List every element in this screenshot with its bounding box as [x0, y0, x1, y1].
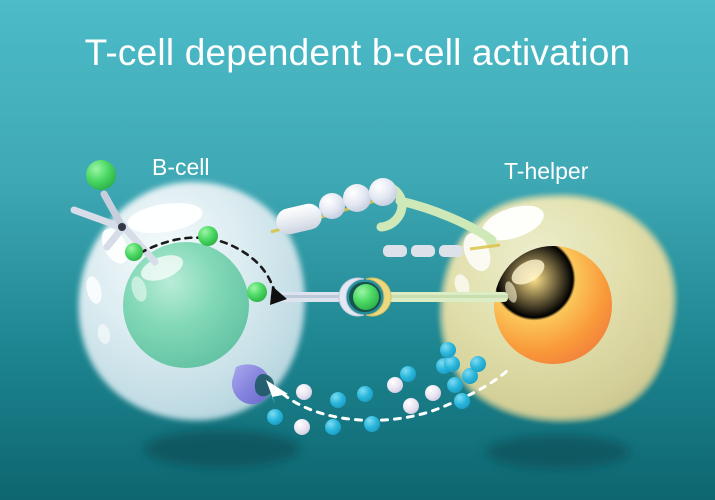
- cytokine-dot: [330, 392, 346, 408]
- cd40-bead-1: [319, 193, 345, 219]
- antigen-sphere[interactable]: [86, 160, 116, 190]
- cytokine-dot: [454, 393, 470, 409]
- bcell-nucleus: [123, 242, 249, 368]
- cytokine-dot: [444, 356, 460, 372]
- segmented-receptor-stalk: [469, 243, 501, 251]
- cytokine-receptor-notch: [254, 374, 274, 397]
- thelper-highlight-large: [482, 205, 544, 241]
- cytokine-dot: [425, 385, 441, 401]
- cytokine-flow-path: [281, 366, 512, 422]
- bcell-label: B-cell: [152, 154, 210, 180]
- cytokine-dot: [387, 377, 403, 393]
- thelper-membrane-edge: [440, 194, 676, 422]
- signal-dashed-arrow: [138, 236, 279, 299]
- bcell-highlight-mid: [101, 228, 129, 264]
- signal-arrowhead: [270, 286, 287, 305]
- intracellular-signal-path: [125, 226, 287, 305]
- cytokine-dot: [447, 377, 463, 393]
- cytokine-dot: [462, 368, 478, 384]
- b-cell-receptor[interactable]: [70, 160, 159, 266]
- bcell-highlight-large: [127, 202, 203, 234]
- cd40-bead-2: [343, 184, 371, 212]
- cd40-capsule: [276, 203, 322, 235]
- receptor-segment-3: [439, 245, 463, 257]
- bcr-hinge: [100, 190, 126, 230]
- thelper-nucleus: [494, 246, 612, 364]
- bcr-stem: [119, 222, 159, 266]
- cytokine-receptor[interactable]: [231, 364, 288, 405]
- presented-peptide[interactable]: [353, 284, 379, 310]
- bcell-nucleus-highlight-small: [131, 276, 147, 302]
- mhc-stalk-bcell-line: [270, 295, 342, 298]
- cytokine-cloud: [267, 342, 512, 435]
- cytokine-dot: [470, 356, 486, 372]
- receptor-segment-1: [383, 245, 407, 257]
- cytokine-dot: [267, 409, 283, 425]
- tcr-cup-thelper: [365, 277, 392, 317]
- thelper-receptor-stalk: [395, 196, 497, 245]
- bcr-arm-left: [70, 206, 125, 231]
- thelper-nucleus-highlight: [511, 259, 545, 285]
- thelper-label: T-helper: [504, 158, 589, 184]
- thelper-cell[interactable]: [440, 194, 676, 422]
- signal-dot-2: [198, 226, 218, 246]
- thelper-highlight-mid: [463, 232, 491, 272]
- mhc-cup-bcell: [338, 277, 365, 317]
- cytokine-dot: [403, 398, 419, 414]
- cytokine-dot: [364, 416, 380, 432]
- tcr-stalk-thelper-line: [386, 295, 508, 298]
- mhc-tcr-junction[interactable]: [270, 277, 508, 317]
- bcell-highlight-small: [86, 276, 102, 304]
- cytokine-dot: [440, 342, 456, 358]
- cytokine-dot: [294, 419, 310, 435]
- cd40-cd40l-complex[interactable]: [270, 178, 497, 245]
- cd40-bead-3: [369, 178, 397, 206]
- bcr-hinge-joint: [118, 223, 126, 231]
- signal-dot-3: [247, 282, 267, 302]
- thelper-highlight-small: [454, 274, 470, 296]
- bcell-highlight-lower: [97, 324, 111, 344]
- thelper-nucleus-highlight-small: [505, 281, 517, 303]
- cytokine-dot: [400, 366, 416, 382]
- cytokine-dot: [357, 386, 373, 402]
- signal-dot-1: [125, 243, 143, 261]
- page-title: T-cell dependent b-cell activation: [84, 32, 631, 73]
- receptor-segment-2: [411, 245, 435, 257]
- cytokine-dot: [325, 419, 341, 435]
- segmented-receptor[interactable]: [383, 243, 501, 257]
- cytokine-inflow-arrowhead: [266, 380, 288, 404]
- cell-shadows: [144, 430, 630, 469]
- cytokine-dot: [296, 384, 312, 400]
